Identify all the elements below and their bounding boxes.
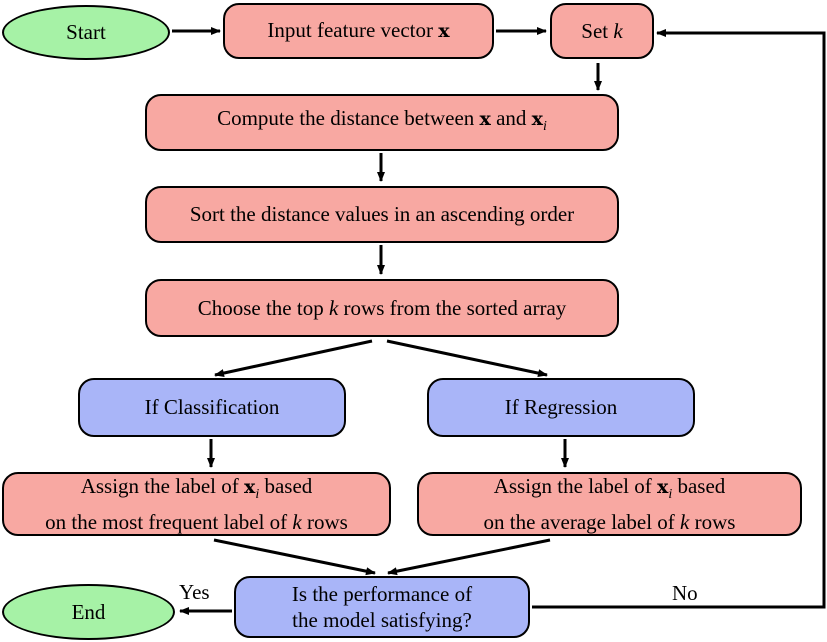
assign-regression-node: Assign the label of xi based on the aver… [417, 472, 802, 536]
assign-reg-l2-var: k [680, 509, 690, 534]
compute-prefix: Compute the distance between [217, 105, 480, 130]
assign-class-l1-sub: i [255, 487, 260, 503]
edge-choose-to-regression [386, 339, 548, 378]
perf-label: Is the performance of the model satisfyi… [292, 581, 472, 633]
choose-prefix: Choose the top [197, 295, 329, 320]
choose-label: Choose the top k rows from the sorted ar… [198, 295, 567, 322]
edge-assign-reg-to-perf [387, 538, 551, 576]
start-label: Start [66, 20, 106, 44]
end-label: End [71, 599, 106, 624]
compute-sub: i [543, 119, 547, 135]
sort-label: Sort the distance values in an ascending… [189, 202, 575, 226]
if-regression-node: If Regression [427, 378, 695, 437]
start-node: Start [2, 5, 170, 60]
choose-top-k-node: Choose the top k rows from the sorted ar… [145, 279, 619, 337]
assign-class-l1-var: x [244, 476, 256, 499]
sort-distances-node: Sort the distance values in an ascending… [145, 186, 619, 243]
assign-classification-node: Assign the label of xi based on the most… [2, 472, 391, 536]
assign-reg-label: Assign the label of xi based on the aver… [484, 473, 736, 534]
classification-label: If Classification [144, 395, 280, 419]
assign-class-l2-var: k [292, 509, 302, 534]
edge-perf-no-loop [532, 29, 826, 609]
assign-class-l1-prefix: Assign the label of [80, 474, 244, 499]
input-var: x [438, 20, 450, 42]
performance-check-node: Is the performance of the model satisfyi… [234, 576, 530, 638]
compute-var2: x [531, 107, 543, 130]
regression-label: If Regression [504, 395, 618, 419]
assign-reg-l1-suffix: based [672, 474, 726, 499]
if-classification-node: If Classification [78, 378, 346, 437]
assign-class-l1-suffix: based [259, 474, 313, 499]
setk-label: Set k [581, 18, 622, 45]
assign-reg-l1-prefix: Assign the label of [493, 474, 657, 499]
assign-reg-l2-suffix: rows [689, 509, 736, 534]
assign-class-l2-suffix: rows [301, 509, 348, 534]
set-k-node: Set k [550, 3, 654, 59]
input-feature-vector-node: Input feature vector x [223, 3, 494, 59]
compute-label: Compute the distance between x and xi [217, 105, 547, 140]
assign-reg-l1-sub: i [668, 487, 673, 503]
input-prefix: Input feature vector [267, 18, 439, 42]
assign-class-label: Assign the label of xi based on the most… [45, 473, 348, 534]
compute-var1: x [479, 107, 491, 130]
perf-line1: Is the performance of [291, 582, 473, 606]
edge-assign-class-to-perf [213, 538, 376, 576]
assign-reg-l1-var: x [657, 476, 669, 499]
edge-choose-to-classification [214, 339, 373, 378]
choose-suffix: rows from the sorted array [338, 295, 567, 320]
compute-distance-node: Compute the distance between x and xi [145, 94, 619, 151]
input-label: Input feature vector x [267, 17, 449, 45]
setk-prefix: Set [581, 18, 614, 43]
assign-reg-l2-prefix: on the average label of [483, 509, 681, 534]
assign-class-l2-prefix: on the most frequent label of [45, 509, 293, 534]
edge-label-no: No [672, 581, 698, 605]
end-node: End [2, 584, 175, 640]
setk-var: k [613, 18, 623, 43]
edge-label-yes: Yes [179, 580, 210, 604]
perf-line2: the model satisfying? [292, 608, 472, 632]
choose-var: k [328, 295, 339, 320]
compute-mid: and [490, 105, 532, 130]
